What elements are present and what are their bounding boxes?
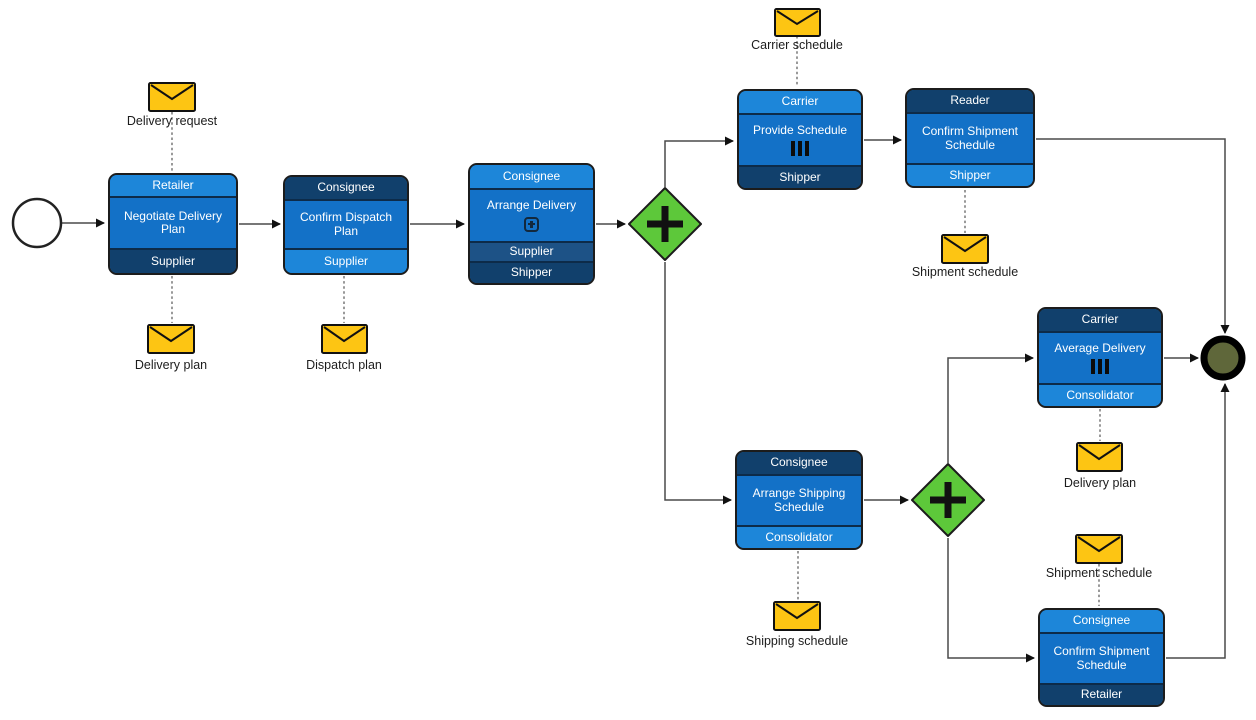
task-label: Average Delivery bbox=[1054, 340, 1146, 355]
envelope-icon-shipment-schedule-bottom[interactable] bbox=[1075, 534, 1123, 564]
participant-label: Retailer bbox=[152, 177, 194, 192]
task-confirm-shipment-schedule-bottom[interactable]: Consignee Confirm Shipment Schedule Reta… bbox=[1038, 608, 1165, 707]
participant-band-bottom: Shipper bbox=[739, 165, 861, 188]
participant-band-bottom: Consolidator bbox=[737, 525, 861, 548]
participant-band-top: Carrier bbox=[739, 91, 861, 113]
sequence-flow-gateway1-to-task4 bbox=[664, 136, 734, 187]
task-arrange-delivery[interactable]: Consignee Arrange Delivery Supplier Ship… bbox=[468, 163, 595, 285]
sequence-flow-gateway2-to-task6 bbox=[947, 353, 1034, 463]
task-negotiate-delivery-plan[interactable]: Retailer Negotiate Delivery Plan Supplie… bbox=[108, 173, 238, 275]
participant-label: Reader bbox=[950, 93, 990, 108]
participant-label: Retailer bbox=[1080, 687, 1123, 702]
participant-band-top: Consignee bbox=[1040, 610, 1163, 632]
message-label-shipment-schedule-bottom: Shipment schedule bbox=[1045, 566, 1153, 580]
sequence-flow-gateway2-to-task8 bbox=[947, 538, 1035, 663]
task-name-band: Confirm Dispatch Plan bbox=[285, 199, 407, 248]
participant-label: Supplier bbox=[323, 253, 369, 268]
participant-band-bottom: Retailer bbox=[1040, 683, 1163, 705]
task-name-band: Negotiate Delivery Plan bbox=[110, 196, 236, 248]
participant-band-bottom: Supplier bbox=[470, 241, 593, 261]
participant-label: Consignee bbox=[770, 455, 828, 470]
message-label-delivery-plan-right: Delivery plan bbox=[1063, 476, 1137, 490]
participant-band-top: Consignee bbox=[737, 452, 861, 474]
sequence-flow-gateway1-to-task7 bbox=[664, 262, 732, 505]
multi-instance-marker-icon bbox=[791, 141, 809, 157]
task-label: Confirm Shipment Schedule bbox=[921, 124, 1019, 152]
sequence-flow-task5-to-end bbox=[1036, 138, 1230, 334]
task-name-band: Confirm Shipment Schedule bbox=[907, 112, 1033, 163]
message-label-delivery-plan: Delivery plan bbox=[134, 358, 208, 372]
multi-instance-marker-icon bbox=[1091, 359, 1109, 375]
envelope-icon-delivery-plan[interactable] bbox=[147, 324, 195, 354]
sequence-flow-task8-to-end bbox=[1166, 383, 1230, 659]
task-confirm-shipment-schedule-top[interactable]: Reader Confirm Shipment Schedule Shipper bbox=[905, 88, 1035, 188]
participant-label: Carrier bbox=[781, 94, 819, 109]
participant-band-bottom: Supplier bbox=[285, 248, 407, 273]
participant-label: Supplier bbox=[150, 253, 196, 268]
participant-label: Supplier bbox=[509, 244, 554, 259]
task-name-band: Arrange Shipping Schedule bbox=[737, 474, 861, 525]
participant-band-top: Reader bbox=[907, 90, 1033, 112]
participant-label: Consolidator bbox=[765, 529, 833, 544]
participant-label: Consignee bbox=[502, 168, 561, 183]
message-label-shipping-schedule: Shipping schedule bbox=[745, 634, 849, 648]
envelope-icon-carrier-schedule[interactable] bbox=[774, 8, 821, 37]
task-label: Negotiate Delivery Plan bbox=[123, 208, 223, 236]
participant-label: Carrier bbox=[1081, 312, 1119, 327]
task-name-band: Average Delivery bbox=[1039, 331, 1161, 383]
task-name-band: Arrange Delivery bbox=[470, 188, 593, 241]
plus-icon bbox=[647, 206, 683, 242]
message-label-dispatch-plan: Dispatch plan bbox=[306, 358, 382, 372]
task-name-band: Confirm Shipment Schedule bbox=[1040, 632, 1163, 683]
participant-band-top: Consignee bbox=[470, 165, 593, 188]
task-label: Confirm Dispatch Plan bbox=[299, 210, 393, 238]
end-event[interactable] bbox=[1200, 335, 1246, 381]
parallel-gateway-1[interactable] bbox=[628, 187, 702, 261]
participant-band-bottom: Consolidator bbox=[1039, 383, 1161, 406]
envelope-icon-shipping-schedule[interactable] bbox=[773, 601, 821, 631]
participant-label: Consignee bbox=[317, 180, 375, 195]
task-arrange-shipping-schedule[interactable]: Consignee Arrange Shipping Schedule Cons… bbox=[735, 450, 863, 550]
envelope-icon-delivery-plan-right[interactable] bbox=[1076, 442, 1123, 472]
parallel-gateway-2[interactable] bbox=[911, 463, 985, 537]
subprocess-marker-icon bbox=[524, 216, 539, 232]
participant-label: Consolidator bbox=[1066, 387, 1134, 402]
participant-band-bottom: Supplier bbox=[110, 248, 236, 273]
task-confirm-dispatch-plan[interactable]: Consignee Confirm Dispatch Plan Supplier bbox=[283, 175, 409, 275]
message-label-delivery-request: Delivery request bbox=[126, 114, 218, 128]
task-label: Arrange Delivery bbox=[486, 198, 577, 213]
start-event[interactable] bbox=[11, 197, 63, 249]
participant-band-bottom-2: Shipper bbox=[470, 261, 593, 283]
participant-band-bottom: Shipper bbox=[907, 163, 1033, 186]
participant-label: Shipper bbox=[510, 265, 553, 280]
task-average-delivery[interactable]: Carrier Average Delivery Consolidator bbox=[1037, 307, 1163, 408]
plus-icon bbox=[930, 482, 966, 518]
envelope-icon-delivery-request[interactable] bbox=[148, 82, 196, 112]
envelope-icon-dispatch-plan[interactable] bbox=[321, 324, 368, 354]
task-label: Provide Schedule bbox=[752, 122, 848, 137]
participant-band-top: Retailer bbox=[110, 175, 236, 196]
task-name-band: Provide Schedule bbox=[739, 113, 861, 165]
task-provide-schedule[interactable]: Carrier Provide Schedule Shipper bbox=[737, 89, 863, 190]
participant-band-top: Consignee bbox=[285, 177, 407, 199]
message-label-carrier-schedule: Carrier schedule bbox=[751, 38, 843, 52]
participant-label: Shipper bbox=[779, 169, 821, 184]
participant-band-top: Carrier bbox=[1039, 309, 1161, 331]
participant-label: Shipper bbox=[949, 167, 991, 182]
task-label: Arrange Shipping Schedule bbox=[752, 486, 846, 514]
message-label-shipment-schedule-top: Shipment schedule bbox=[911, 265, 1019, 279]
participant-label: Consignee bbox=[1072, 613, 1131, 628]
task-label: Confirm Shipment Schedule bbox=[1053, 644, 1150, 672]
envelope-icon-shipment-schedule-top[interactable] bbox=[941, 234, 989, 264]
